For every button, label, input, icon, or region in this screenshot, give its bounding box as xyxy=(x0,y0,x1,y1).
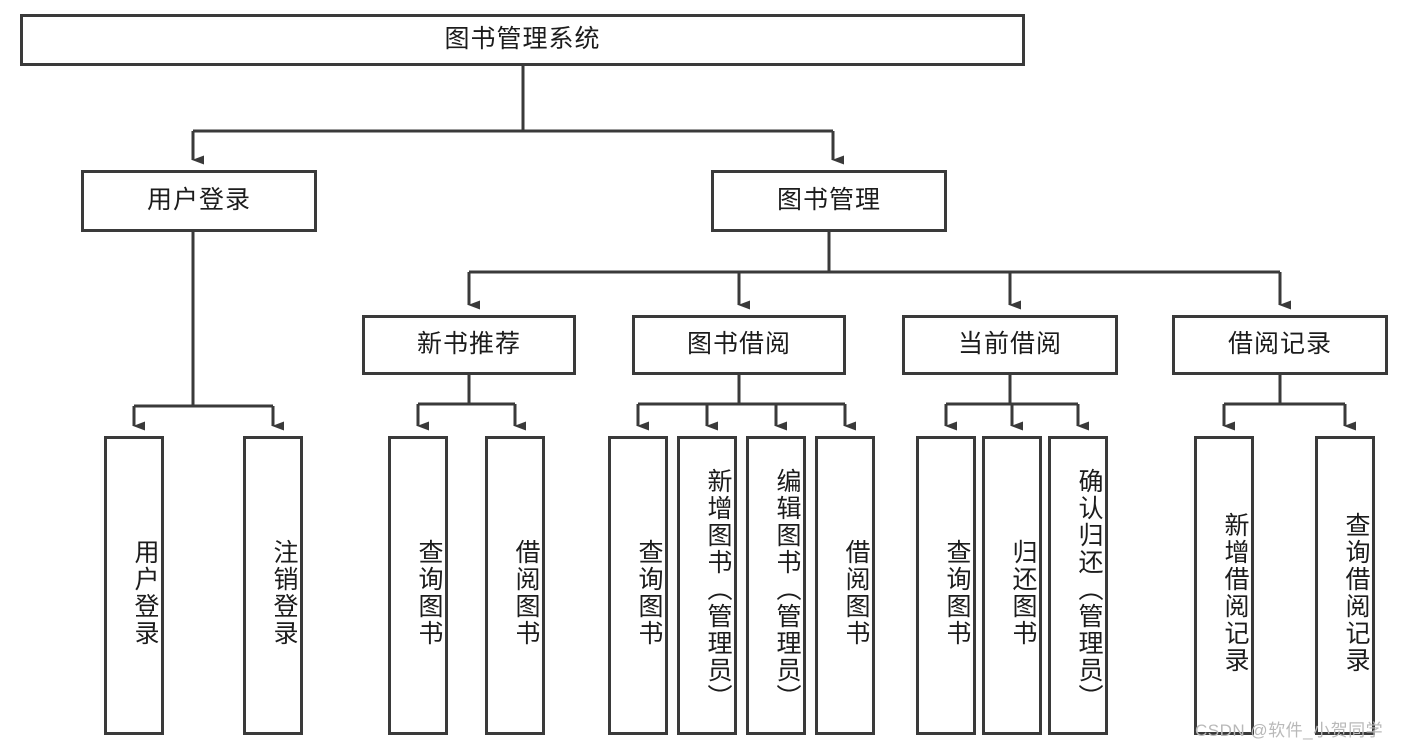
node-label: 当前借阅 xyxy=(957,330,1062,359)
leaf-query-books-current[interactable]: 查询图书 xyxy=(916,436,976,735)
csdn-watermark: CSDN @软件_小贺同学 xyxy=(1195,721,1384,740)
node-book-borrowing[interactable]: 图书借阅 xyxy=(632,315,846,375)
node-label: 查询图书 xyxy=(943,538,971,647)
leaf-query-books-borrow[interactable]: 查询图书 xyxy=(608,436,668,735)
leaf-return-books[interactable]: 归还图书 xyxy=(982,436,1042,735)
leaf-query-borrow-record[interactable]: 查询借阅记录 xyxy=(1315,436,1375,735)
node-label: 新增借阅记录 xyxy=(1221,511,1249,674)
node-label: 查询借阅记录 xyxy=(1342,511,1370,674)
node-label: 归还图书 xyxy=(1009,538,1037,647)
node-label: 用户登录 xyxy=(131,538,159,647)
node-label: 确认归还（管理员） xyxy=(1075,468,1103,711)
node-label: 查询图书 xyxy=(635,538,663,647)
leaf-user-login[interactable]: 用户登录 xyxy=(104,436,164,735)
node-label: 借阅图书 xyxy=(842,538,870,647)
leaf-add-book-admin[interactable]: 新增图书（管理员） xyxy=(677,436,737,735)
node-borrowing-records[interactable]: 借阅记录 xyxy=(1172,315,1388,375)
node-label: 新书推荐 xyxy=(416,330,521,359)
node-new-book-recommendation[interactable]: 新书推荐 xyxy=(362,315,576,375)
node-label: 查询图书 xyxy=(415,538,443,647)
leaf-edit-book-admin[interactable]: 编辑图书（管理员） xyxy=(746,436,806,735)
node-label: 新增图书（管理员） xyxy=(704,468,732,711)
node-label: 图书管理 xyxy=(776,186,881,215)
node-label: 图书借阅 xyxy=(686,330,791,359)
leaf-borrow-books[interactable]: 借阅图书 xyxy=(815,436,875,735)
leaf-confirm-return-admin[interactable]: 确认归还（管理员） xyxy=(1048,436,1108,735)
node-label: 借阅记录 xyxy=(1227,330,1332,359)
leaf-borrow-books-recommend[interactable]: 借阅图书 xyxy=(485,436,545,735)
node-root-system[interactable]: 图书管理系统 xyxy=(20,14,1025,66)
node-current-borrowing[interactable]: 当前借阅 xyxy=(902,315,1118,375)
leaf-query-books-recommend[interactable]: 查询图书 xyxy=(388,436,448,735)
leaf-add-borrow-record[interactable]: 新增借阅记录 xyxy=(1194,436,1254,735)
node-label: 编辑图书（管理员） xyxy=(773,468,801,711)
node-book-management[interactable]: 图书管理 xyxy=(711,170,947,232)
leaf-logout[interactable]: 注销登录 xyxy=(243,436,303,735)
node-user-login[interactable]: 用户登录 xyxy=(81,170,317,232)
node-label: 用户登录 xyxy=(146,186,251,215)
node-label: 借阅图书 xyxy=(512,538,540,647)
node-label: 注销登录 xyxy=(270,538,298,647)
node-label: 图书管理系统 xyxy=(444,25,601,54)
